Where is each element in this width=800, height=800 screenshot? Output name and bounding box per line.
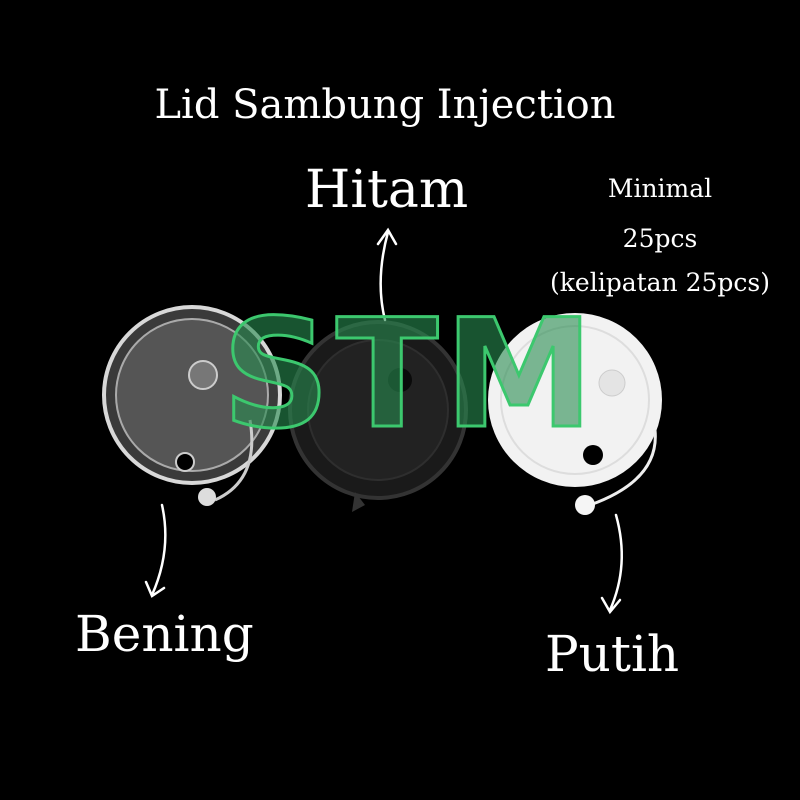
min-order-line1: Minimal [607, 174, 713, 203]
watermark: STM [221, 288, 600, 462]
min-order-line2: 25pcs [622, 224, 698, 253]
white-lid [488, 313, 662, 515]
arrows [144, 227, 624, 615]
black-lid [288, 320, 468, 512]
min-order-line3: (kelipatan 25pcs) [550, 268, 770, 297]
label-clear: Bening [75, 605, 254, 663]
arrow-down-icon [600, 513, 624, 615]
label-white: Putih [545, 625, 680, 683]
product-title: Lid Sambung Injection [154, 82, 616, 128]
arrow-down-icon [144, 503, 167, 598]
clear-lid [102, 305, 282, 506]
label-black: Hitam [305, 160, 469, 220]
arrow-up-icon [376, 227, 398, 322]
